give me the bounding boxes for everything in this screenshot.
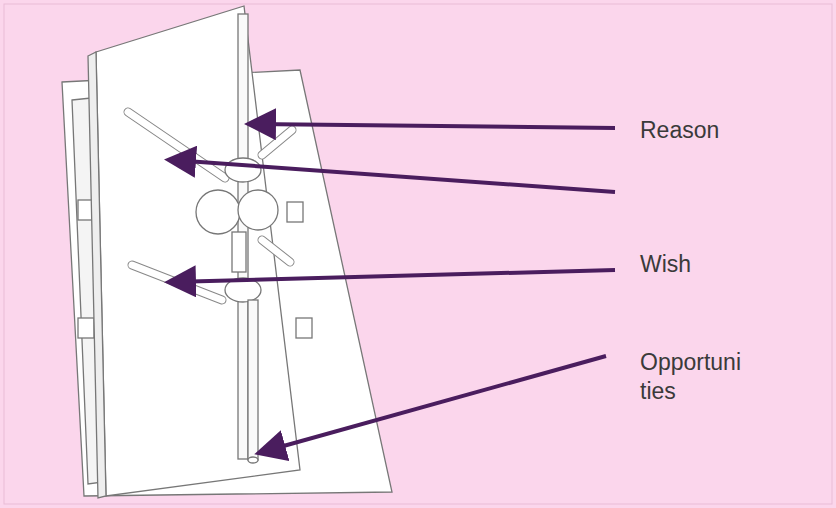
vault-door: [62, 6, 392, 498]
leader-arrow: [262, 356, 606, 452]
leader-arrow: [172, 160, 615, 192]
leader-arrow: [252, 124, 615, 128]
background: [4, 4, 832, 504]
leader-arrows: [172, 124, 615, 452]
part-label: Opportuni ties: [640, 348, 752, 406]
leader-arrow: [172, 270, 615, 282]
part-label: Reason: [640, 116, 820, 145]
part-label: Wish: [640, 250, 820, 279]
